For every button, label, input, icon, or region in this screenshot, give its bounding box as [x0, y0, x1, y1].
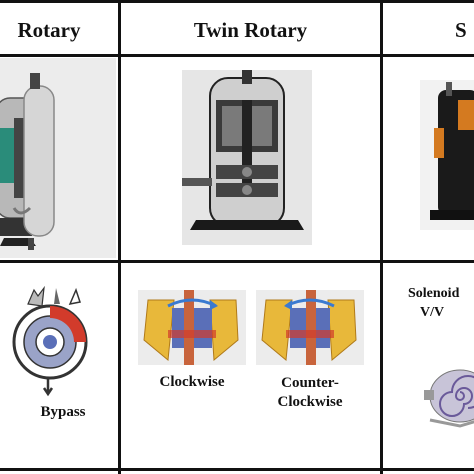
- clockwise-label: Clockwise: [159, 374, 225, 390]
- header-twin-rotary: Twin Rotary: [193, 18, 308, 42]
- vv-label: V/V: [420, 305, 445, 320]
- rotary-compressor-image: [0, 58, 116, 258]
- scroll-compressor-image: [420, 80, 474, 230]
- header-scroll: S: [455, 18, 467, 42]
- twin-rotary-cutaway-image: [182, 70, 312, 245]
- header-rotary: Rotary: [17, 18, 81, 42]
- row-divider: [0, 260, 474, 263]
- bypass-label: Bypass: [40, 404, 86, 420]
- solenoid-label: Solenoid: [408, 286, 460, 301]
- table-border-bottom: [0, 468, 474, 471]
- counter-clockwise-diagram: [256, 290, 364, 365]
- clockwise-diagram: [138, 290, 246, 365]
- header-divider: [0, 54, 474, 57]
- column-divider-2: [380, 0, 383, 474]
- table-border-top: [0, 0, 474, 3]
- bypass-diagram: [12, 285, 88, 397]
- column-divider-1: [118, 0, 121, 474]
- scroll-spiral-image: [424, 369, 474, 428]
- counter-clockwise-label: Counter- Clockwise: [277, 375, 343, 410]
